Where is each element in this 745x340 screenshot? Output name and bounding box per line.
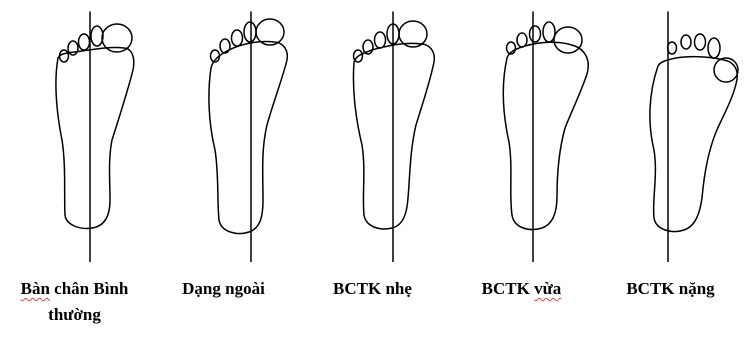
panel-mild-foot: BCTK nhẹ xyxy=(298,0,447,340)
panel-severe-foot: BCTK nặng xyxy=(596,0,745,340)
panel-abducted-foot: Dạng ngoài xyxy=(149,0,298,340)
label-moderate-part-1: BCTK xyxy=(482,279,534,298)
normal-foot-icon xyxy=(0,0,149,262)
label-abducted-foot: Dạng ngoài xyxy=(149,270,298,308)
mild-metatarsus-adductus-foot-icon xyxy=(298,0,447,262)
label-mild-foot: BCTK nhẹ xyxy=(298,270,447,308)
label-abducted-part-1: Dạng ngoài xyxy=(182,279,265,298)
label-mild-part-1: BCTK nhẹ xyxy=(333,279,412,298)
panel-moderate-foot: BCTK vừa xyxy=(447,0,596,340)
label-normal-line-2: thường xyxy=(48,305,101,324)
label-severe-part-1: BCTK nặng xyxy=(626,279,714,298)
panel-normal-foot: Bàn chân Bình thường xyxy=(0,0,149,340)
severe-metatarsus-adductus-foot-icon xyxy=(596,0,745,262)
label-moderate-part-2: vừa xyxy=(534,279,561,298)
label-normal-foot: Bàn chân Bình thường xyxy=(0,270,149,328)
label-severe-foot: BCTK nặng xyxy=(596,270,745,308)
abducted-foot-icon xyxy=(149,0,298,262)
moderate-metatarsus-adductus-foot-icon xyxy=(447,0,596,262)
label-normal-part-2: chân Bình xyxy=(50,279,128,298)
label-moderate-foot: BCTK vừa xyxy=(447,270,596,308)
label-normal-part-1: Bàn xyxy=(21,279,50,298)
